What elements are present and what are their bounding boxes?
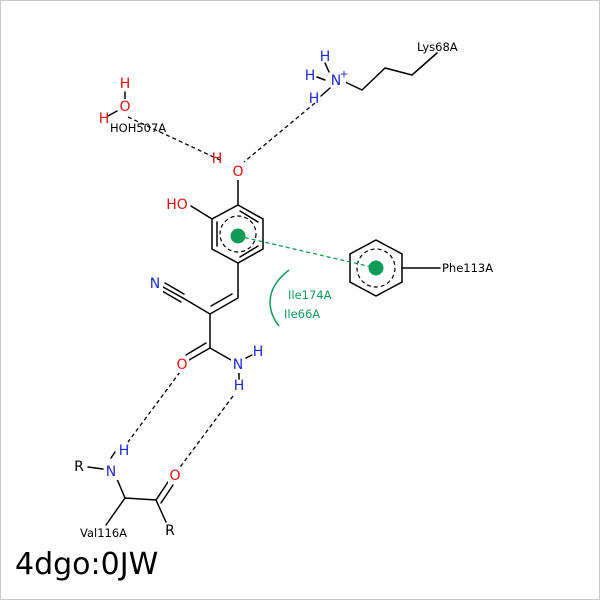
val-bond-nh: [110, 451, 116, 459]
amide-nitrogen: N: [233, 357, 243, 373]
water-h-left: H: [99, 111, 110, 127]
ligand-aromatic-ring: [219, 215, 257, 253]
val-bond-c-r: [155, 499, 167, 523]
ligand-bond-cc-double-a: [209, 297, 239, 315]
phe-ring: [349, 239, 403, 297]
val-nitrogen: N: [106, 464, 116, 480]
ligand-amide-co-b: [185, 342, 207, 356]
lys-nitrogen: N: [331, 73, 341, 89]
amide-oxygen: O: [176, 357, 187, 373]
pi-stacking-line: [237, 235, 377, 269]
nitrile-nitrogen: N: [150, 276, 160, 292]
lys-h-left: H: [305, 68, 316, 84]
ligand-nitrile-a: [162, 286, 184, 299]
ligand-amide-nh-right: [245, 354, 253, 359]
val-bond-ca-c: [124, 497, 157, 501]
val-bond-ca-sidechain: [105, 497, 126, 526]
val-bond-r: [87, 466, 104, 470]
amide-h-bottom: H: [234, 378, 245, 394]
val-bond-n-ca: [116, 478, 126, 499]
bonds: [87, 52, 441, 526]
residue-label-phe: Phe113A: [442, 261, 493, 275]
residue-label-val: Val116A: [80, 526, 127, 540]
hbond-ligand-val-o: [177, 395, 234, 471]
hydroxyl-group: HO: [166, 197, 188, 213]
water-h-bottom: H: [212, 151, 223, 167]
atom-labels: H O H H H H N + H O HO N O N H H R H N O…: [74, 49, 348, 539]
pi-centroid-ligand: [230, 228, 246, 244]
phe-aromatic-ring: [356, 248, 396, 288]
ligand-ring-inner-2: [239, 245, 259, 258]
ligand-ring-inner-1: [239, 210, 259, 223]
ligand-amide-cn: [209, 347, 232, 361]
residue-label-water: HOH507A: [110, 121, 166, 135]
val-bond-co-a: [155, 481, 169, 501]
water-bond-h-left: [107, 110, 118, 117]
hydrophobic-contact-arc: [269, 269, 290, 327]
residue-label-ile66: Ile66A: [284, 307, 320, 321]
val-r-bottom: R: [165, 523, 175, 539]
residue-label-lys: Lys68A: [417, 40, 458, 54]
ligand-nitrile-c: [161, 290, 182, 303]
ligand-nitrile-b: [164, 282, 185, 295]
val-r-left: R: [74, 459, 84, 475]
interactions: [127, 102, 384, 471]
water-oxygen: O: [119, 99, 130, 115]
ligand-bond-c-oh: [190, 205, 213, 220]
ligand-bond-c-cn: [182, 297, 211, 315]
val-bond-co-b: [160, 484, 174, 504]
water-h-top: H: [120, 76, 131, 92]
pi-centroid-phe: [368, 260, 384, 276]
ligand-bond-cc-double-b: [210, 293, 233, 307]
val-h: H: [119, 443, 130, 459]
lys-charge: +: [339, 68, 348, 81]
lys-side-chain: [340, 52, 438, 91]
phenol-oxygen: O: [232, 164, 243, 180]
lys-bond-h-top: [324, 62, 330, 73]
hbond-ligand-val-nh: [127, 371, 181, 443]
residue-labels: HOH507A Lys68A Phe113A Ile174A Ile66A Va…: [80, 40, 493, 540]
ligand-amide-co-a: [188, 347, 211, 361]
hbond-water-ligand: [127, 116, 221, 161]
amide-h-right: H: [253, 344, 264, 360]
lys-bond-h-bottom: [320, 87, 331, 97]
hbond-lys-ligand: [243, 102, 316, 163]
lys-h-bottom: H: [309, 91, 320, 107]
diagram-caption: 4dgo:0JW: [15, 547, 159, 582]
residue-label-ile174: Ile174A: [288, 288, 332, 302]
val-oxygen: O: [169, 468, 180, 484]
lys-h-top: H: [320, 49, 331, 65]
lys-bond-h-left: [316, 76, 326, 81]
